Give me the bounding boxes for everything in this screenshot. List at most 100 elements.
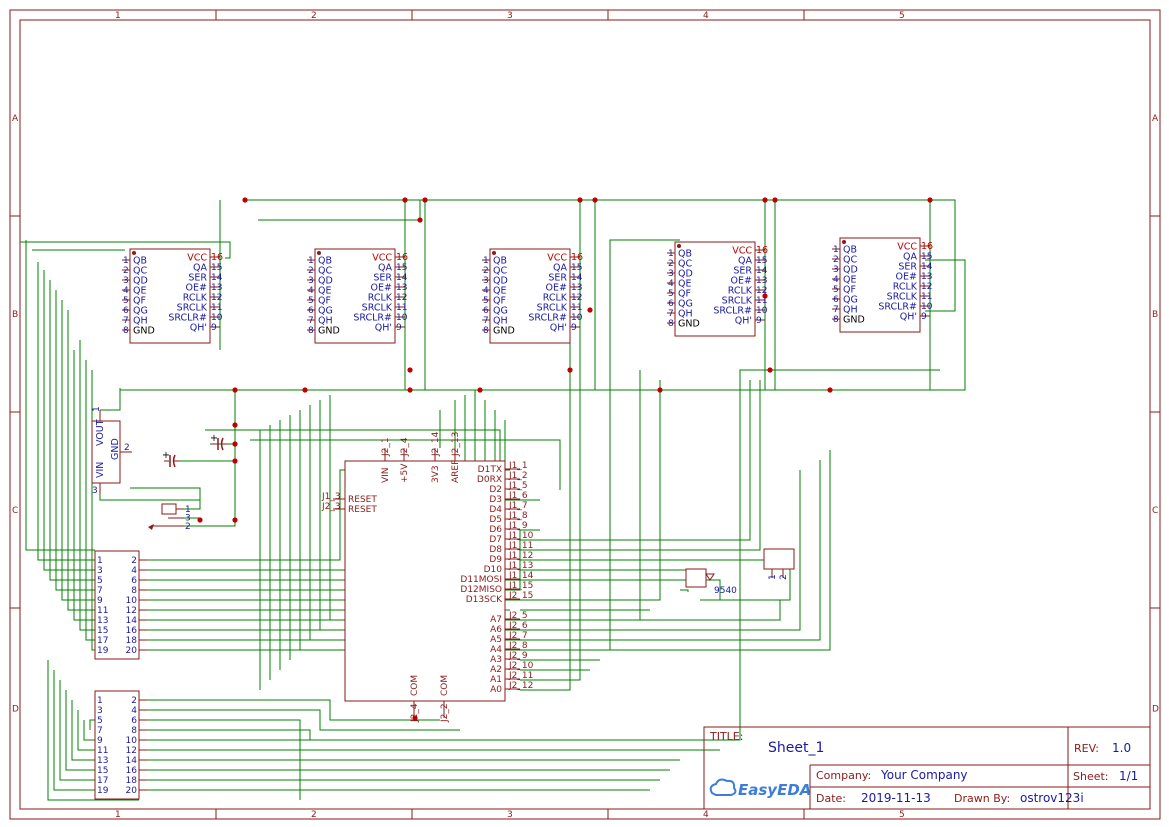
pin-label: A1: [490, 675, 502, 685]
pin-number: 13: [97, 616, 108, 626]
junction-dot: [762, 293, 768, 299]
pin-label: OE#: [546, 283, 567, 294]
wire: [258, 200, 421, 221]
company-value: Your Company: [880, 768, 968, 782]
pin-number: 15: [97, 766, 108, 776]
pin-number: 15: [97, 626, 108, 636]
drawn-by-label: Drawn By:: [954, 792, 1010, 805]
wire: [85, 360, 95, 641]
pin-label: OE#: [896, 272, 917, 283]
wire: [139, 709, 460, 731]
pin-number: 12: [756, 286, 767, 296]
pin-number: 19: [97, 646, 109, 656]
pin-number: 4: [123, 286, 129, 296]
pin-number: 12: [571, 293, 582, 303]
wire: [520, 370, 641, 621]
junction-dot: [232, 387, 238, 393]
pin-number: 3: [483, 276, 489, 286]
pin-number: 20: [126, 646, 138, 656]
pin-label: QE: [678, 279, 691, 290]
wire: [99, 487, 201, 501]
junction-dot: [657, 387, 663, 393]
junction-dot: [827, 387, 833, 393]
pin-label: QD: [133, 276, 148, 287]
pin-label: RESET: [348, 495, 377, 505]
pin-number: 5: [123, 296, 129, 306]
voltage-regulator: [91, 420, 121, 484]
pin-number: 8: [123, 326, 129, 336]
pin-number: 12: [126, 746, 137, 756]
pin-number: 2: [131, 696, 137, 706]
pin-label: D0RX: [477, 475, 502, 485]
pin-number: 16: [126, 626, 138, 636]
pin-number: 6: [308, 306, 314, 316]
pin-number: 10: [571, 313, 583, 323]
pin-number: 14: [396, 273, 408, 283]
pin-label: QF: [318, 296, 331, 307]
pin-label: QH': [190, 323, 207, 334]
wire: [73, 350, 95, 621]
pin-label: QH': [735, 316, 752, 327]
pin-label: QA: [378, 263, 392, 274]
cloud-logo-icon: [709, 778, 737, 796]
polarity-mark: +: [210, 433, 218, 444]
pin-number: 12: [921, 282, 932, 292]
pin-number: 14: [126, 756, 138, 766]
pin-number: 8: [131, 586, 137, 596]
pin-label: QH: [318, 316, 333, 327]
frame-row-label: D: [12, 705, 19, 715]
pin-label: QG: [493, 306, 508, 317]
pin-label: QC: [133, 266, 147, 277]
pin-label: D2: [489, 485, 502, 495]
pin-number: 19: [97, 786, 109, 796]
wire: [55, 290, 95, 591]
electrolytic-capacitor: +: [162, 450, 180, 468]
pin-label: QD: [493, 276, 508, 287]
pin-label: SER: [548, 273, 567, 284]
pin-number: 10: [126, 596, 138, 606]
net-label: J2_1: [381, 437, 391, 457]
frame-col-label: 1: [115, 810, 121, 820]
pin-number: 1: [97, 556, 103, 566]
pin-number: 7: [833, 305, 839, 315]
junction-dot: [302, 387, 308, 393]
junction-dot: [417, 217, 423, 223]
pin-label: SRCLK: [362, 303, 393, 314]
pin-number: 1: [92, 406, 102, 412]
wire: [139, 699, 440, 721]
pin-number: 7: [97, 586, 103, 596]
wire: [71, 700, 95, 761]
pin-number: 3: [308, 276, 314, 286]
pin-label: GND: [678, 319, 700, 330]
junction-dot: [402, 197, 408, 203]
pin-label: QB: [493, 256, 507, 267]
pin-label: VCC: [372, 253, 392, 264]
sheet-title: Sheet_1: [768, 740, 824, 756]
net-label: J2_15: [508, 591, 533, 601]
net-label: J1_14: [508, 571, 534, 581]
pin-label: VCC: [547, 253, 567, 264]
pin-number: 13: [921, 272, 932, 282]
pin-label: VIN: [381, 467, 391, 483]
net-label: J1_6: [508, 491, 528, 501]
pin-label: QF: [843, 285, 856, 296]
pin-label: 3V3: [431, 465, 441, 483]
pin-label: D4: [489, 505, 502, 515]
pin-number: 3: [97, 566, 103, 576]
pin-number: 4: [131, 706, 137, 716]
pin-label: VCC: [187, 253, 207, 264]
pin-number: 11: [97, 606, 108, 616]
pin-number: 14: [921, 262, 933, 272]
junction-dot: [577, 197, 583, 203]
pin-number: 10: [126, 736, 138, 746]
pin-number: 13: [571, 283, 582, 293]
